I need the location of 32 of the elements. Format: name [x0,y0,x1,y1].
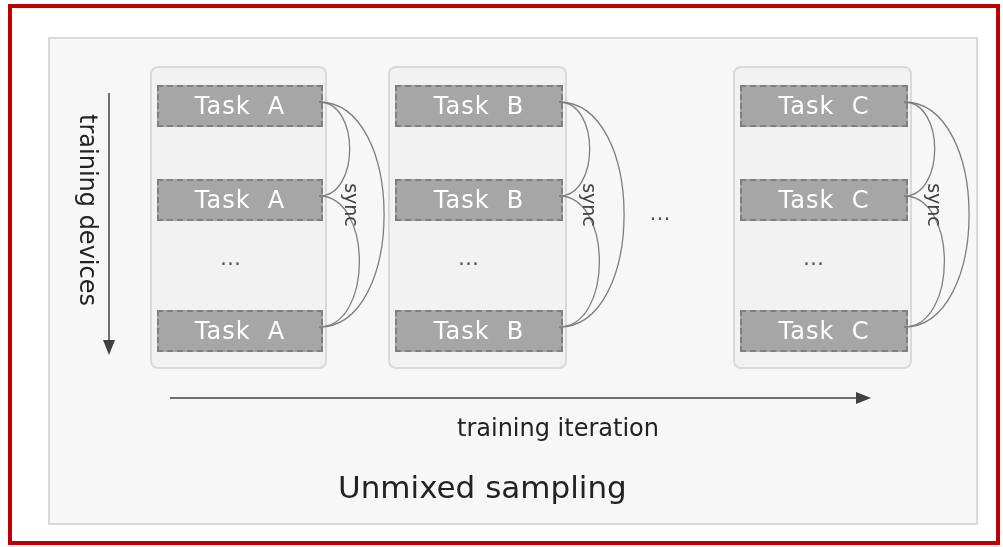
task-box: Task A [157,310,323,352]
diagram-panel [48,37,978,525]
task-box: Task B [395,179,563,221]
sync-arc [318,195,361,328]
sync-arc [903,101,970,328]
task-box: Task B [395,85,563,127]
sync-arc [558,101,591,197]
task-box: Task C [740,85,908,127]
device-group-panel [733,66,912,369]
sync-arc [558,195,601,328]
sync-arc [903,101,936,197]
ellipsis: ... [649,199,671,225]
task-box: Task C [740,310,908,352]
device-group-panel [150,66,327,369]
task-box: Task C [740,179,908,221]
ellipsis: ... [220,245,241,270]
sync-arc [903,195,946,328]
task-box: Task A [157,179,323,221]
task-box: Task B [395,310,563,352]
axis-label: training devices [74,114,102,306]
panel-label: Unmixed sampling [338,469,627,505]
annotation-text: sync [341,183,363,227]
sync-arc [318,101,385,328]
sync-arc [318,101,351,197]
axis-label: training iteration [457,414,659,442]
annotation-text: sync [579,183,601,227]
task-box: Task A [157,85,323,127]
device-group-panel [388,66,567,369]
ellipsis: ... [803,245,824,270]
ellipsis: ... [458,245,479,270]
sync-arc [558,101,625,328]
annotation-text: sync [924,183,946,227]
